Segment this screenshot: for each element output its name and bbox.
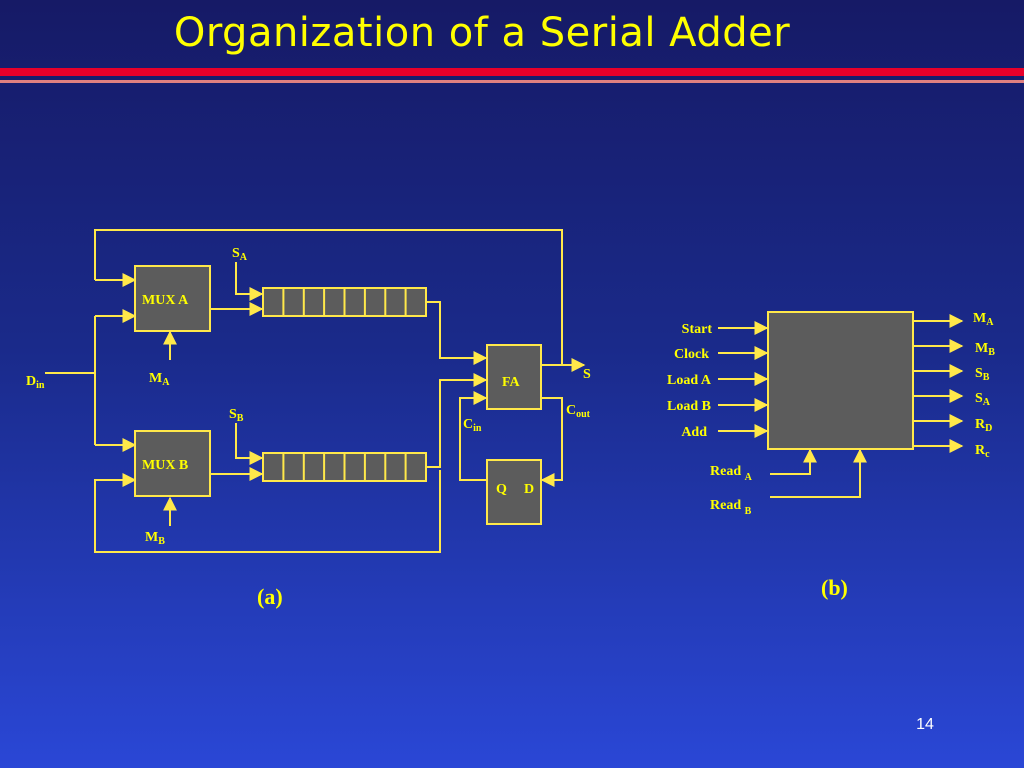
read-b-label: Read B [710, 498, 752, 517]
mux-a-label: MUX A [142, 293, 189, 308]
sum-label: S [583, 367, 591, 382]
cout-label: Cout [566, 403, 591, 420]
input-label-add: Add [681, 425, 707, 440]
output-label-sa: SA [975, 391, 991, 408]
ff-q-label: Q [496, 482, 507, 497]
mux-b-label: MUX B [142, 458, 188, 473]
output-label-rd: RD [975, 417, 992, 434]
title-rule-pink [0, 80, 1024, 83]
output-label-ma: MA [973, 311, 994, 328]
control-unit-block [767, 311, 914, 450]
sb-control [235, 423, 264, 465]
reg-b-to-fa [426, 373, 488, 468]
d-flip-flop-block [486, 459, 542, 525]
control-outputs: MA MB SB SA RD Rc [913, 311, 995, 460]
output-label-rc: Rc [975, 443, 990, 460]
output-label-sb: SB [975, 366, 990, 383]
control-inputs: Start Clock Load A Load B Add [667, 321, 769, 440]
sa-label: SA [232, 246, 248, 263]
page-number: 14 [916, 716, 934, 733]
ma-label: MA [149, 371, 170, 388]
full-adder-label: FA [502, 375, 521, 390]
cin-label: Cin [463, 417, 482, 434]
input-label-load-b: Load B [667, 399, 711, 414]
diagram-a: MUX A MUX B FA [26, 229, 591, 609]
full-adder-block [486, 344, 542, 410]
read-a-label: Read A [710, 464, 753, 483]
mux-a-block [134, 265, 211, 332]
read-inputs: Read A Read B [710, 448, 867, 517]
input-label-clock: Clock [674, 347, 709, 362]
mux-b-block [134, 430, 211, 497]
ff-d-label: D [524, 482, 534, 497]
caption-b: (b) [821, 575, 848, 600]
q-to-cin [459, 391, 488, 481]
sa-control [235, 262, 264, 301]
feedback-b-to-mux-b [94, 470, 441, 553]
output-label-mb: MB [975, 341, 995, 358]
diagram-b: Start Clock Load A Load B Add MA MB SB S… [667, 311, 995, 600]
title-rule-red [0, 68, 1024, 76]
diagram-a-wires [45, 229, 586, 553]
din-label: Din [26, 374, 45, 391]
shift-register-a [262, 287, 427, 317]
input-label-start: Start [682, 322, 713, 337]
cout-to-ff [540, 397, 563, 487]
caption-a: (a) [257, 584, 283, 609]
feedback-sum-to-mux-a [94, 229, 563, 365]
mb-label: MB [145, 530, 165, 547]
input-label-load-a: Load A [667, 373, 712, 388]
slide-title: Organization of a Serial Adder [173, 10, 791, 56]
sb-label: SB [229, 407, 244, 424]
reg-a-to-fa [426, 301, 488, 365]
shift-register-b [262, 452, 427, 482]
